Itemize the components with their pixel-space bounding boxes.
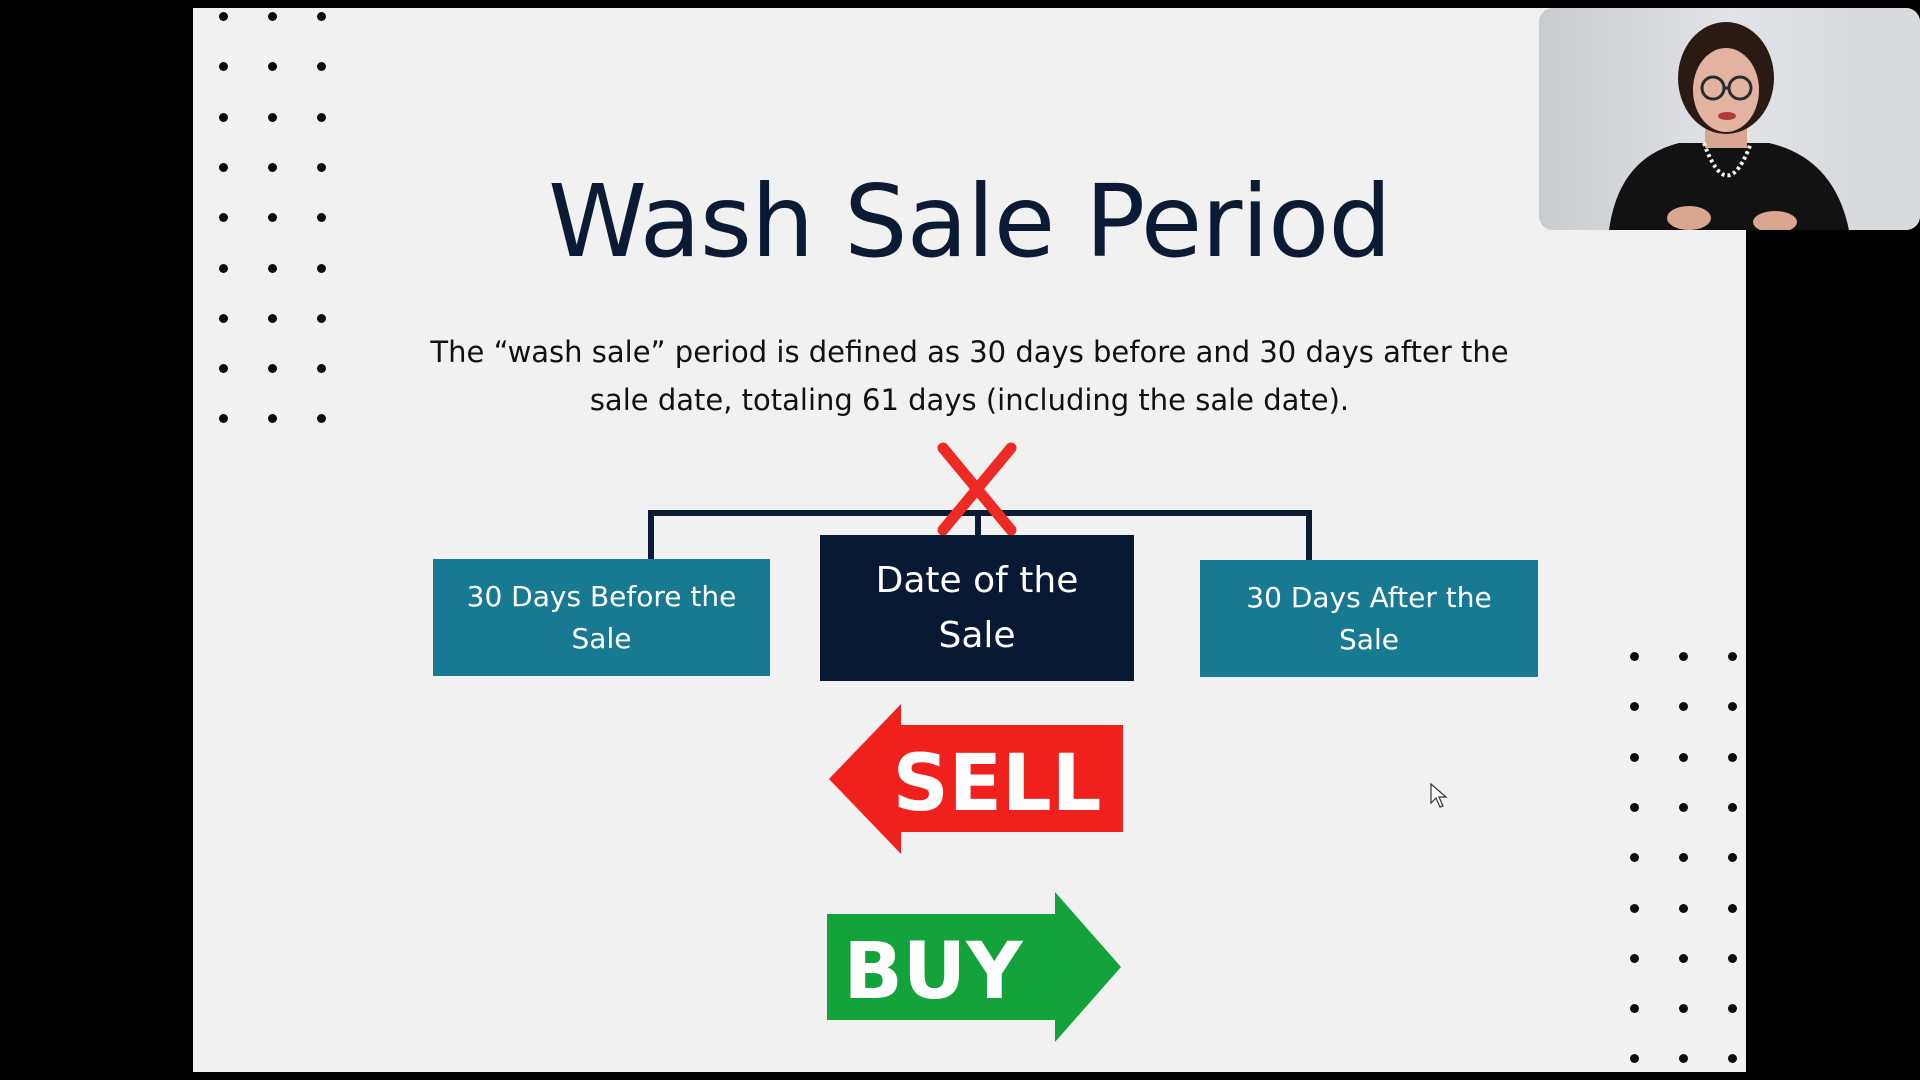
decorative-dot bbox=[268, 112, 277, 122]
decorative-dot bbox=[1679, 1004, 1688, 1014]
decorative-dot bbox=[219, 112, 228, 122]
decorative-dot-grid-right bbox=[1630, 652, 1746, 1072]
box-date-of-sale: Date of the Sale bbox=[820, 535, 1134, 681]
decorative-dot bbox=[219, 162, 228, 172]
decorative-dot bbox=[268, 414, 277, 424]
decorative-dot bbox=[1679, 802, 1688, 812]
decorative-dot bbox=[219, 364, 228, 374]
decorative-dot bbox=[1728, 702, 1737, 712]
decorative-dot-grid-left bbox=[219, 12, 339, 432]
decorative-dot bbox=[1679, 652, 1688, 661]
decorative-dot bbox=[219, 313, 228, 323]
decorative-dot bbox=[1679, 752, 1688, 762]
decorative-dot bbox=[1728, 802, 1737, 812]
pointer-icon bbox=[1430, 783, 1448, 808]
decorative-dot bbox=[268, 12, 277, 21]
decorative-dot bbox=[317, 112, 326, 122]
decorative-dot bbox=[1630, 1004, 1639, 1014]
presenter-webcam bbox=[1539, 8, 1920, 230]
decorative-dot bbox=[1679, 1054, 1688, 1064]
decorative-dot bbox=[1679, 953, 1688, 963]
decorative-dot bbox=[268, 313, 277, 323]
decorative-dot bbox=[317, 364, 326, 374]
decorative-dot bbox=[1728, 752, 1737, 762]
decorative-dot bbox=[1679, 702, 1688, 712]
timeline-connector bbox=[648, 510, 1312, 560]
decorative-dot bbox=[317, 62, 326, 72]
presenter-video-image bbox=[1539, 8, 1920, 230]
decorative-dot bbox=[1630, 853, 1639, 863]
slide-subtitle: The “wash sale” period is defined as 30 … bbox=[430, 335, 1509, 417]
decorative-dot bbox=[268, 364, 277, 374]
buy-arrow: BUY bbox=[827, 892, 1121, 1042]
decorative-dot bbox=[219, 12, 228, 21]
decorative-dot bbox=[1728, 652, 1737, 661]
decorative-dot bbox=[1630, 1054, 1639, 1064]
decorative-dot bbox=[1630, 802, 1639, 812]
sell-label: SELL bbox=[893, 739, 1102, 829]
decorative-dot bbox=[317, 313, 326, 323]
decorative-dot bbox=[1679, 853, 1688, 863]
decorative-dot bbox=[1630, 903, 1639, 913]
box-30-days-after: 30 Days After the Sale bbox=[1200, 560, 1538, 677]
decorative-dot bbox=[1728, 1004, 1737, 1014]
slide-title: Wash Sale Period bbox=[548, 163, 1392, 280]
decorative-dot bbox=[317, 263, 326, 273]
decorative-dot bbox=[268, 263, 277, 273]
decorative-dot bbox=[268, 213, 277, 223]
decorative-dot bbox=[219, 414, 228, 424]
sell-arrow: SELL bbox=[829, 704, 1123, 854]
box-30-days-before: 30 Days Before the Sale bbox=[433, 559, 770, 676]
buy-label: BUY bbox=[843, 927, 1024, 1017]
decorative-dot bbox=[1630, 752, 1639, 762]
presentation-slide: Wash Sale Period The “wash sale” period … bbox=[193, 8, 1746, 1072]
decorative-dot bbox=[1630, 652, 1639, 661]
decorative-dot bbox=[317, 414, 326, 424]
decorative-dot bbox=[219, 263, 228, 273]
x-icon bbox=[937, 442, 1017, 536]
decorative-dot bbox=[1679, 903, 1688, 913]
decorative-dot bbox=[219, 213, 228, 223]
decorative-dot bbox=[1728, 1054, 1737, 1064]
decorative-dot bbox=[268, 162, 277, 172]
decorative-dot bbox=[1728, 903, 1737, 913]
decorative-dot bbox=[268, 62, 277, 72]
decorative-dot bbox=[317, 12, 326, 21]
decorative-dot bbox=[1630, 953, 1639, 963]
decorative-dot bbox=[317, 162, 326, 172]
decorative-dot bbox=[317, 213, 326, 223]
decorative-dot bbox=[219, 62, 228, 72]
decorative-dot bbox=[1728, 953, 1737, 963]
decorative-dot bbox=[1728, 853, 1737, 863]
decorative-dot bbox=[1630, 702, 1639, 712]
